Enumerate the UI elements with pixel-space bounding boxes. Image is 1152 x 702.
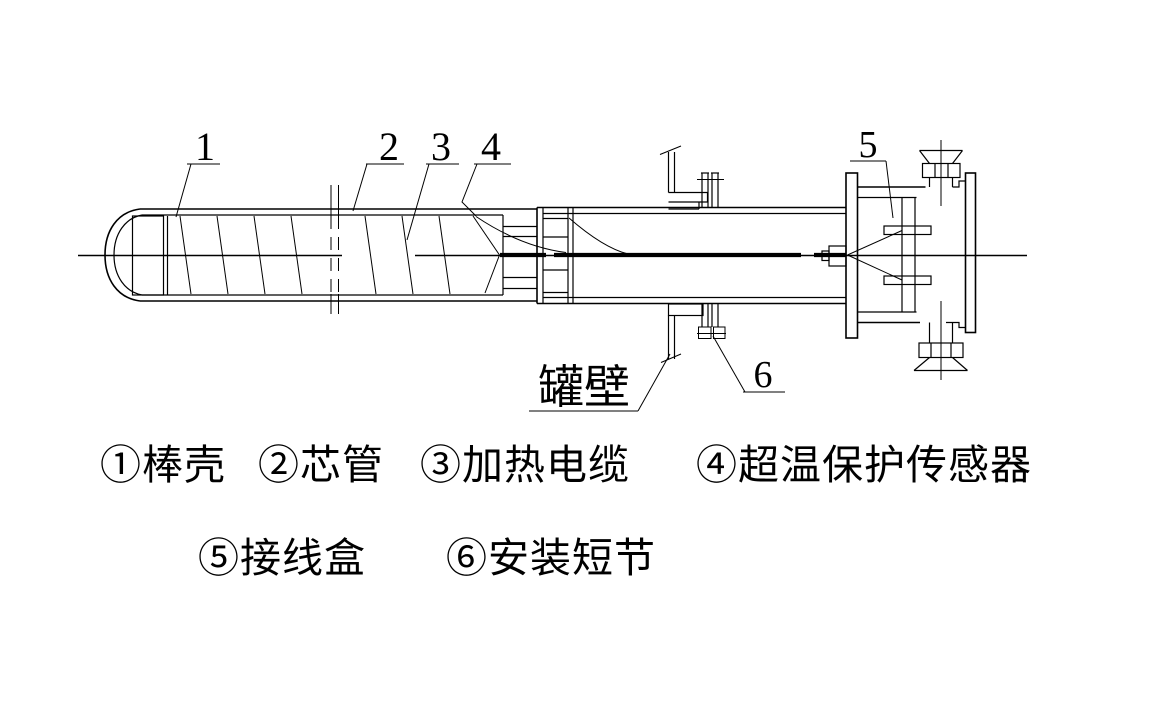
mounting-nozzle-top	[659, 145, 724, 210]
tank-wall-callout: 罐壁	[529, 353, 671, 413]
mounting-nozzle-bottom	[660, 303, 726, 363]
tank-wall-break-tick-top	[659, 145, 682, 155]
terminal-strip-upper	[883, 225, 932, 236]
cable-gland-bottom	[913, 301, 968, 380]
callout-2: 2	[379, 124, 399, 169]
legend-item-4: ④超温保护传感器	[696, 442, 1032, 488]
legend-item-5: ⑤接线盒	[198, 535, 366, 581]
lead-wire-upper	[847, 230, 903, 256]
legend-item-1: ①棒壳	[100, 442, 226, 488]
junction-box-flange	[845, 172, 859, 339]
break-lines	[330, 185, 339, 314]
legend-item-6: ⑥安装短节	[446, 535, 656, 581]
callout-5: 5	[859, 124, 878, 166]
callout-3: 3	[431, 124, 451, 169]
lead-wire-lower	[847, 254, 903, 281]
cable-gland-top	[919, 140, 963, 206]
callout-6: 6	[754, 354, 773, 396]
legend: ①棒壳 ②芯管 ③加热电缆 ④超温保护传感器 ⑤接线盒 ⑥安装短节	[100, 442, 1032, 581]
tank-wall-break-tick-bottom	[660, 353, 682, 363]
legend-item-3: ③加热电缆	[420, 442, 630, 488]
callout-1: 1	[195, 124, 215, 169]
callout-4: 4	[481, 124, 501, 169]
heating-cable-winding	[179, 215, 500, 295]
junction-box-cover	[964, 172, 977, 334]
junction-box	[845, 140, 977, 380]
terminal-strip-lower	[883, 275, 932, 286]
legend-item-2: ②芯管	[258, 442, 384, 488]
callouts: 1 2 3 4 5 6	[175, 124, 894, 396]
rod-end-plug	[131, 215, 165, 296]
tank-wall-label: 罐壁	[538, 362, 630, 413]
sensor-cable	[475, 216, 846, 258]
